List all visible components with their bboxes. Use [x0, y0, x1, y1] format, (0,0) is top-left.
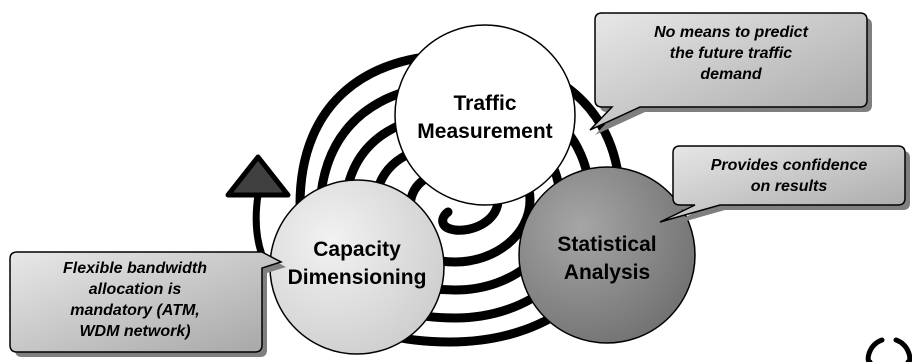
corner-logo-icon [865, 337, 912, 362]
node-traffic-measurement-circle [394, 24, 576, 206]
callout-bandwidth-bubble [9, 251, 283, 353]
node-statistical-analysis-circle [518, 166, 696, 344]
node-capacity-dimensioning: Capacity Dimensioning [269, 179, 445, 355]
node-traffic-measurement: Traffic Measurement [394, 24, 576, 206]
return-arrow-shaft [252, 191, 266, 259]
node-statistical-analysis-line1: Statistical [557, 233, 656, 256]
node-statistical-analysis: Statistical Analysis [518, 166, 696, 344]
callout-bandwidth-line3: mandatory (ATM, [70, 302, 199, 319]
callout-bandwidth: Flexible bandwidth allocation is mandato… [9, 251, 286, 357]
callout-confidence-bubble [659, 145, 906, 223]
callout-confidence-line1: Provides confidence [711, 157, 868, 174]
node-capacity-dimensioning-line1: Capacity [313, 238, 401, 261]
callout-bandwidth-line4: WDM network) [79, 323, 190, 340]
node-traffic-measurement-line2: Measurement [417, 120, 552, 143]
node-capacity-dimensioning-line2: Dimensioning [288, 266, 427, 289]
return-arrow-head-icon [225, 154, 291, 198]
callout-prediction-line2: the future traffic [670, 45, 792, 62]
callout-prediction: No means to predict the future traffic d… [589, 12, 872, 135]
node-statistical-analysis-line2: Analysis [564, 261, 650, 284]
node-traffic-measurement-line1: Traffic [453, 92, 516, 115]
callout-prediction-line1: No means to predict [654, 24, 808, 41]
callout-bandwidth-line2: allocation is [89, 281, 182, 298]
callout-prediction-bubble [589, 12, 868, 131]
callout-confidence: Provides confidence on results [659, 145, 910, 227]
callout-prediction-line3: demand [700, 66, 763, 83]
callout-confidence-line2: on results [751, 178, 828, 195]
callout-bandwidth-line1: Flexible bandwidth [63, 260, 207, 277]
